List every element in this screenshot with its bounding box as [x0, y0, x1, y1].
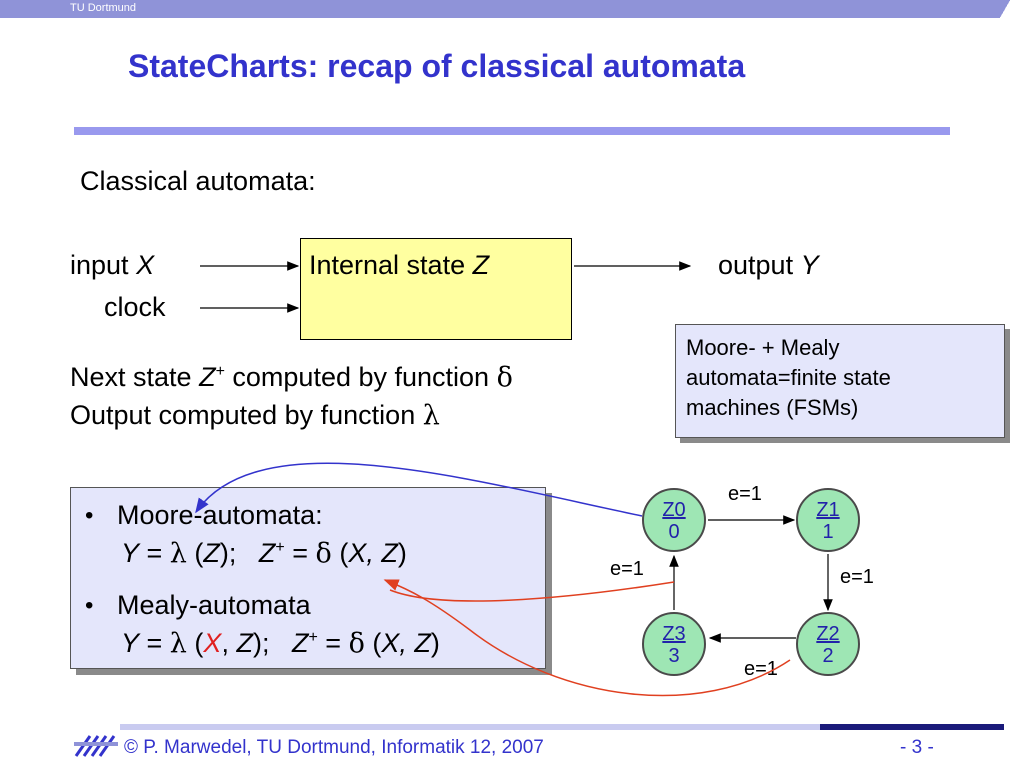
- automata-bullets-box: • Moore-automata: Y = λ (Z); Z+ = δ (X, …: [70, 487, 546, 669]
- org-label: TU Dortmund: [70, 2, 137, 14]
- bullet-marker: •: [85, 592, 94, 619]
- input-label: input X: [70, 250, 155, 280]
- banner-notch: [986, 0, 1024, 18]
- next-state-text: Next state Z+ computed by function δ: [70, 362, 513, 393]
- intro-text: Classical automata:: [80, 166, 316, 196]
- internal-state-box: Internal state Z: [300, 238, 572, 340]
- fsm-note-box: Moore- + Mealy automata=finite state mac…: [675, 324, 1005, 438]
- bullet-marker: •: [85, 502, 94, 529]
- moore-title: Moore-automata:: [117, 500, 323, 530]
- footer-rule-accent: [820, 724, 1004, 730]
- output-label: output Y: [718, 250, 819, 280]
- transition-label-z0-z1: e=1: [728, 483, 762, 505]
- mealy-link-arrow-2: [389, 581, 675, 602]
- university-logo-icon: [74, 735, 118, 757]
- transition-label-z2-z3: e=1: [744, 658, 778, 680]
- output-function-text: Output computed by function λ: [70, 400, 440, 431]
- fsm-note-line: machines (FSMs): [686, 395, 859, 420]
- fsm-note-line: Moore- + Mealy: [686, 335, 840, 360]
- internal-state-label: Internal state Z: [309, 250, 490, 280]
- moore-link-arrow: [195, 462, 643, 517]
- clock-label: clock: [104, 292, 166, 322]
- fsm-note-line: automata=finite state: [686, 365, 891, 390]
- slide-title: StateCharts: recap of classical automata: [128, 48, 746, 84]
- footer-rule: [120, 724, 1004, 730]
- title-underline: [74, 127, 950, 135]
- transition-label-z1-z2: e=1: [840, 566, 874, 588]
- mealy-title: Mealy-automata: [117, 590, 311, 620]
- top-banner: TU Dortmund: [0, 0, 1024, 18]
- moore-formula: Y = λ (Z); Z+ = δ (X, Z): [121, 538, 407, 569]
- page-number: - 3 -: [900, 737, 934, 758]
- mealy-formula: Y = λ (X, Z); Z+ = δ (X, Z): [121, 628, 440, 659]
- mealy-link-arrow: [383, 579, 791, 697]
- transition-label-z3-z0: e=1: [610, 558, 644, 580]
- footer-copyright: © P. Marwedel, TU Dortmund, Informatik 1…: [124, 737, 544, 758]
